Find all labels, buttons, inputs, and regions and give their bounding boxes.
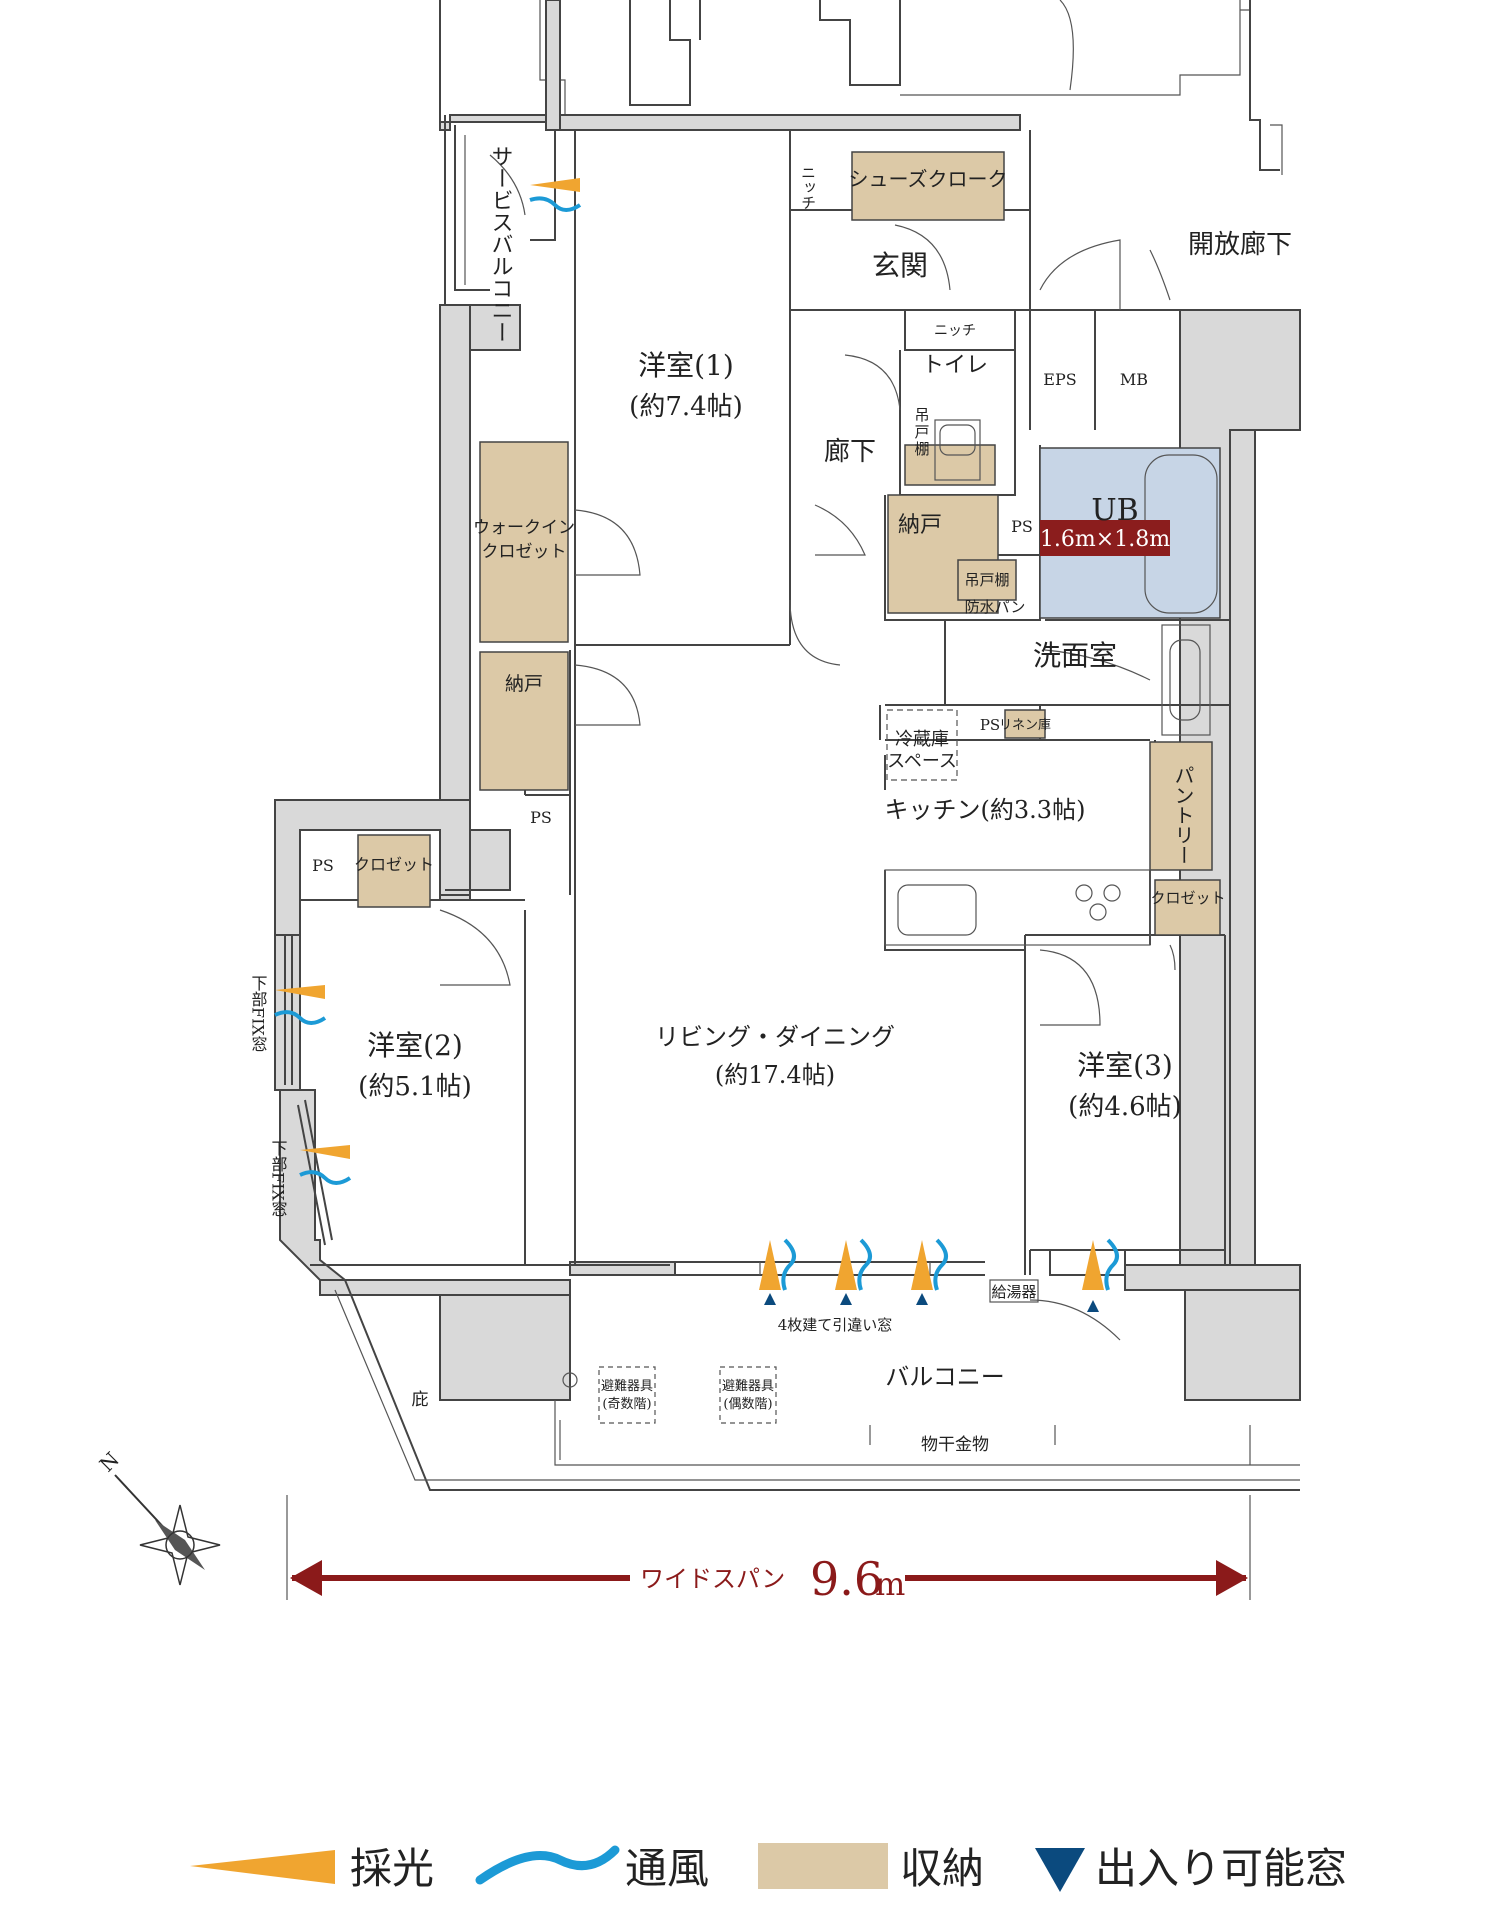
label-shelf-c: 棚 <box>914 440 929 458</box>
label-ps-3: PS <box>530 808 552 827</box>
label-fridge-2: スペース <box>887 751 957 772</box>
ventilation-marker <box>529 196 582 212</box>
balcony-outline <box>334 1279 1300 1491</box>
label-eaves: 庇 <box>412 1390 429 1410</box>
legend-ventilation-label: 通風 <box>625 1844 709 1893</box>
label-walkin-1: ウォークイン <box>473 518 575 538</box>
shoes-cloak <box>851 151 1005 221</box>
label-closet-right: クロゼット <box>1150 889 1225 907</box>
label-waterproof-pan: 防水パン <box>965 598 1026 616</box>
label-mb: MB <box>1120 370 1148 389</box>
label-ub-size: 1.6m×1.8m <box>1040 527 1170 552</box>
washbasin <box>1169 639 1201 721</box>
label-ub: UB <box>1091 493 1138 528</box>
span-arrow-left-icon <box>290 1560 322 1596</box>
label-fridge-1: 冷蔵庫 <box>895 729 949 750</box>
label-kitchen: キッチン(約3.3帖) <box>885 796 1086 824</box>
label-fix-window-2: 下部FIX窓 <box>269 1140 288 1217</box>
fridge-space <box>886 709 958 781</box>
label-room1-size: (約7.4帖) <box>629 392 743 422</box>
legend-ventilation-icon <box>475 1845 620 1885</box>
label-escape-even-1: 避難器具 <box>722 1379 774 1394</box>
service-balcony <box>444 115 556 305</box>
label-toilet: トイレ <box>922 353 988 378</box>
label-sliding-window: 4枚建て引違い窓 <box>778 1316 893 1334</box>
label-closet-left: クロゼット <box>354 855 434 874</box>
label-balcony: バルコニー <box>885 1363 1005 1391</box>
room-labels: サービスバルコニー ニッチ シューズクローク 玄関 開放廊下 ニッチ トイレ E… <box>249 145 1293 1455</box>
label-niche-toilet: ニッチ <box>934 323 976 339</box>
legend-storage-label: 収納 <box>900 1844 984 1893</box>
span-arrow-right-icon <box>1216 1560 1248 1596</box>
stove-burner <box>1075 884 1093 902</box>
legend-lighting-icon <box>190 1850 335 1884</box>
storage-room-left <box>479 651 569 791</box>
label-niche-top: ニッチ <box>799 165 817 210</box>
label-fix-window-1: 下部FIX窓 <box>249 975 268 1052</box>
ub-size-badge <box>1040 520 1170 556</box>
neighbor-outline <box>539 0 1283 175</box>
label-hanging-shelf-2: 吊戸棚 <box>964 571 1009 589</box>
label-storage-center: 納戸 <box>898 513 942 538</box>
sliding-window <box>675 1249 1126 1303</box>
water-heater-box <box>989 1279 1039 1303</box>
compass-n-label: N <box>95 1447 124 1476</box>
span-value: 9.6 <box>810 1552 883 1606</box>
label-open-corridor: 開放廊下 <box>1188 230 1292 260</box>
access-window-marker <box>764 1293 776 1305</box>
linen-storage <box>1004 709 1046 739</box>
label-living-size: (約17.4帖) <box>715 1061 835 1089</box>
pantry <box>1149 741 1213 871</box>
label-eps: EPS <box>1043 370 1076 389</box>
legend: 採光 通風 収納 出入り可能窓 <box>190 1843 1347 1893</box>
label-shelf-b: 戸 <box>914 423 929 441</box>
legend-storage-icon <box>758 1843 888 1889</box>
light-vent-markers <box>274 178 1119 1312</box>
legend-access-window-label: 出入り可能窓 <box>1095 1844 1347 1893</box>
hanging-shelf-storage <box>957 559 1017 601</box>
label-ps-4: PS <box>312 856 334 875</box>
label-escape-odd-2: (奇数階) <box>602 1396 651 1412</box>
fixtures <box>598 419 1211 1424</box>
lighting-marker <box>530 178 580 192</box>
label-ps-2: PS <box>980 716 1000 734</box>
walk-in-closet <box>479 441 569 643</box>
legend-access-window-icon <box>1035 1848 1085 1892</box>
label-walkin-2: クロゼット <box>482 542 567 562</box>
legend-lighting-label: 採光 <box>350 1844 434 1893</box>
kitchen-sink <box>897 884 977 936</box>
label-shelf-a: 吊 <box>914 406 929 424</box>
toilet-bowl <box>939 424 976 456</box>
label-storage-left: 納戸 <box>505 673 543 695</box>
label-room3-size: (約4.6帖) <box>1068 1092 1182 1122</box>
label-living-name: リビング・ダイニング <box>655 1023 895 1051</box>
label-hallway: 廊下 <box>824 437 876 467</box>
label-service-balcony: サービスバルコニー <box>488 145 513 343</box>
span-label: ワイドスパン <box>640 1565 785 1593</box>
wide-span: ワイドスパン 9.6 m <box>286 1495 1251 1606</box>
label-drying-hardware: 物干金物 <box>921 1435 989 1455</box>
closet-right <box>1154 879 1221 936</box>
label-room2-size: (約5.1帖) <box>358 1072 472 1102</box>
outer-walls <box>274 0 1301 1401</box>
label-linen: リネン庫 <box>999 718 1051 733</box>
label-ps-1: PS <box>1011 517 1033 536</box>
label-room3-name: 洋室(3) <box>1077 1049 1173 1082</box>
label-pantry: パントリー <box>1171 765 1195 865</box>
label-escape-odd-1: 避難器具 <box>601 1379 653 1394</box>
label-escape-even-2: (偶数階) <box>723 1397 772 1412</box>
label-entrance: 玄関 <box>872 249 928 282</box>
label-washroom: 洗面室 <box>1033 639 1117 672</box>
label-shoes-cloak: シューズクローク <box>849 167 1008 191</box>
label-water-heater: 給湯器 <box>991 1283 1036 1301</box>
fix-windows <box>284 935 333 1246</box>
label-room2-name: 洋室(2) <box>367 1029 463 1062</box>
compass: N <box>95 1447 221 1586</box>
span-unit: m <box>875 1565 905 1603</box>
label-room1-name: 洋室(1) <box>638 349 734 382</box>
closet-left <box>357 834 431 908</box>
door-swings <box>439 154 1176 1341</box>
